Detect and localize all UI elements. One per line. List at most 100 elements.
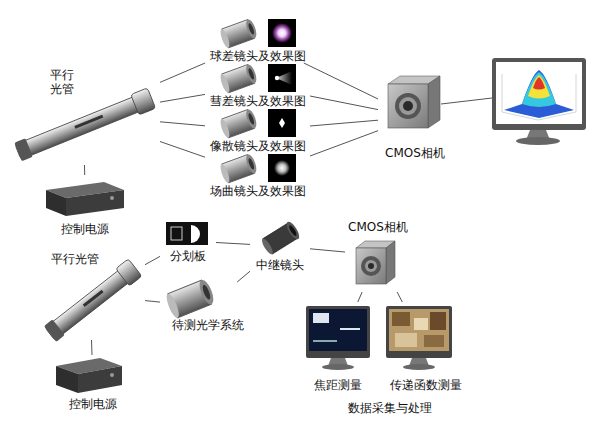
plot-surface <box>528 75 550 99</box>
lens-back <box>219 73 231 94</box>
connector-line <box>397 292 402 302</box>
component-node: 平行光管 <box>8 65 160 165</box>
connector-line <box>160 142 205 158</box>
lens-glass <box>247 113 255 126</box>
component-node: 场曲镜头及效果图 <box>205 153 310 198</box>
component-label: CMOS相机 <box>345 220 411 234</box>
connector-line <box>358 292 362 302</box>
lens-front <box>244 18 258 40</box>
lens-glass <box>247 158 255 171</box>
lens-back <box>219 163 231 184</box>
cable-line <box>441 98 492 104</box>
lens-back <box>164 292 181 319</box>
connector-line <box>160 63 205 82</box>
box-side <box>78 366 122 393</box>
connector-line <box>310 120 378 126</box>
screen-pattern <box>392 312 410 326</box>
plot-surface <box>504 70 574 118</box>
cmos-camera <box>388 76 440 128</box>
camera-sensor <box>368 263 374 269</box>
component-label: 平行光管 <box>48 68 76 96</box>
tube-logo <box>83 290 104 307</box>
light-spot <box>279 118 285 128</box>
tube-front-cap <box>116 259 142 286</box>
component-node: 控制电源 <box>40 175 130 237</box>
connector-line <box>160 94 205 102</box>
light-spot <box>275 76 279 80</box>
screen-pattern <box>395 333 417 347</box>
component-node: 像散镜头及效果图 <box>205 108 310 153</box>
lens-back <box>219 28 231 49</box>
screen-pattern <box>414 318 428 330</box>
screen-pattern <box>424 335 444 347</box>
plate-body <box>166 222 208 245</box>
monitor-frame <box>492 58 586 130</box>
lens-front <box>197 278 216 306</box>
camera-mount <box>395 93 421 119</box>
tube-front-cap <box>131 88 156 115</box>
connector-line <box>145 256 160 264</box>
component-label: 控制电源 <box>40 222 130 236</box>
lens-front <box>244 153 258 175</box>
connector-line <box>310 249 345 252</box>
lens-symbol <box>260 220 302 257</box>
lens-glass <box>288 224 298 236</box>
component-node: CMOS相机 <box>345 218 411 292</box>
knob <box>110 373 114 377</box>
tube-body <box>15 93 149 160</box>
box-side <box>66 190 124 216</box>
screen-window <box>340 328 360 330</box>
lens-symbol <box>219 63 259 94</box>
camera-mount <box>361 256 381 276</box>
image-frame <box>268 64 296 92</box>
lens-back <box>219 118 231 139</box>
component-node: 待测光学系统 <box>160 282 255 332</box>
tube-end-cap <box>44 319 65 342</box>
power-supply-box <box>46 182 124 216</box>
box-front <box>56 366 78 393</box>
astigmatism-image <box>268 109 296 137</box>
connector-line <box>145 301 160 303</box>
component-node: 控制电源 <box>48 355 138 415</box>
connector-line <box>310 131 378 156</box>
plate-mark <box>191 225 200 243</box>
component-label: 像散镜头及效果图 <box>205 139 310 153</box>
light-spot <box>274 160 290 176</box>
box-front <box>46 190 66 216</box>
component-node: 平行光管 <box>35 250 145 340</box>
component-node: 球差镜头及效果图 <box>205 18 310 63</box>
component-node: 焦距测量 <box>300 302 376 394</box>
screen-window <box>313 313 329 323</box>
monitor-screen <box>309 309 367 351</box>
connector-line <box>84 165 85 175</box>
component-node: 中继镜头 <box>250 220 310 272</box>
camera-front <box>388 84 428 128</box>
lens-symbol <box>164 278 216 319</box>
monitor-base <box>322 364 354 370</box>
lens-glass <box>201 284 212 300</box>
connector-line <box>91 340 93 355</box>
monitor-base <box>403 364 435 370</box>
monitor-screen <box>496 62 582 124</box>
connector-line <box>237 271 250 282</box>
camera-ring <box>365 260 377 272</box>
component-label: 分划板 <box>160 249 216 263</box>
monitor-frame <box>306 306 370 358</box>
component-label: 控制电源 <box>48 397 138 411</box>
component-label: 中继镜头 <box>250 258 310 272</box>
monitor <box>306 306 370 370</box>
connector-line <box>216 243 250 245</box>
lens-symbol <box>219 18 259 49</box>
coma-image <box>268 64 296 92</box>
lens-front <box>244 63 258 85</box>
connector-line <box>304 63 378 99</box>
component-label: 彗差镜头及效果图 <box>205 94 310 108</box>
monitor-screen <box>389 309 449 351</box>
component-node: CMOS相机 <box>378 72 452 162</box>
connector-line <box>310 96 378 110</box>
component-label: 平行光管 <box>40 252 110 266</box>
monitor-base <box>516 137 560 145</box>
